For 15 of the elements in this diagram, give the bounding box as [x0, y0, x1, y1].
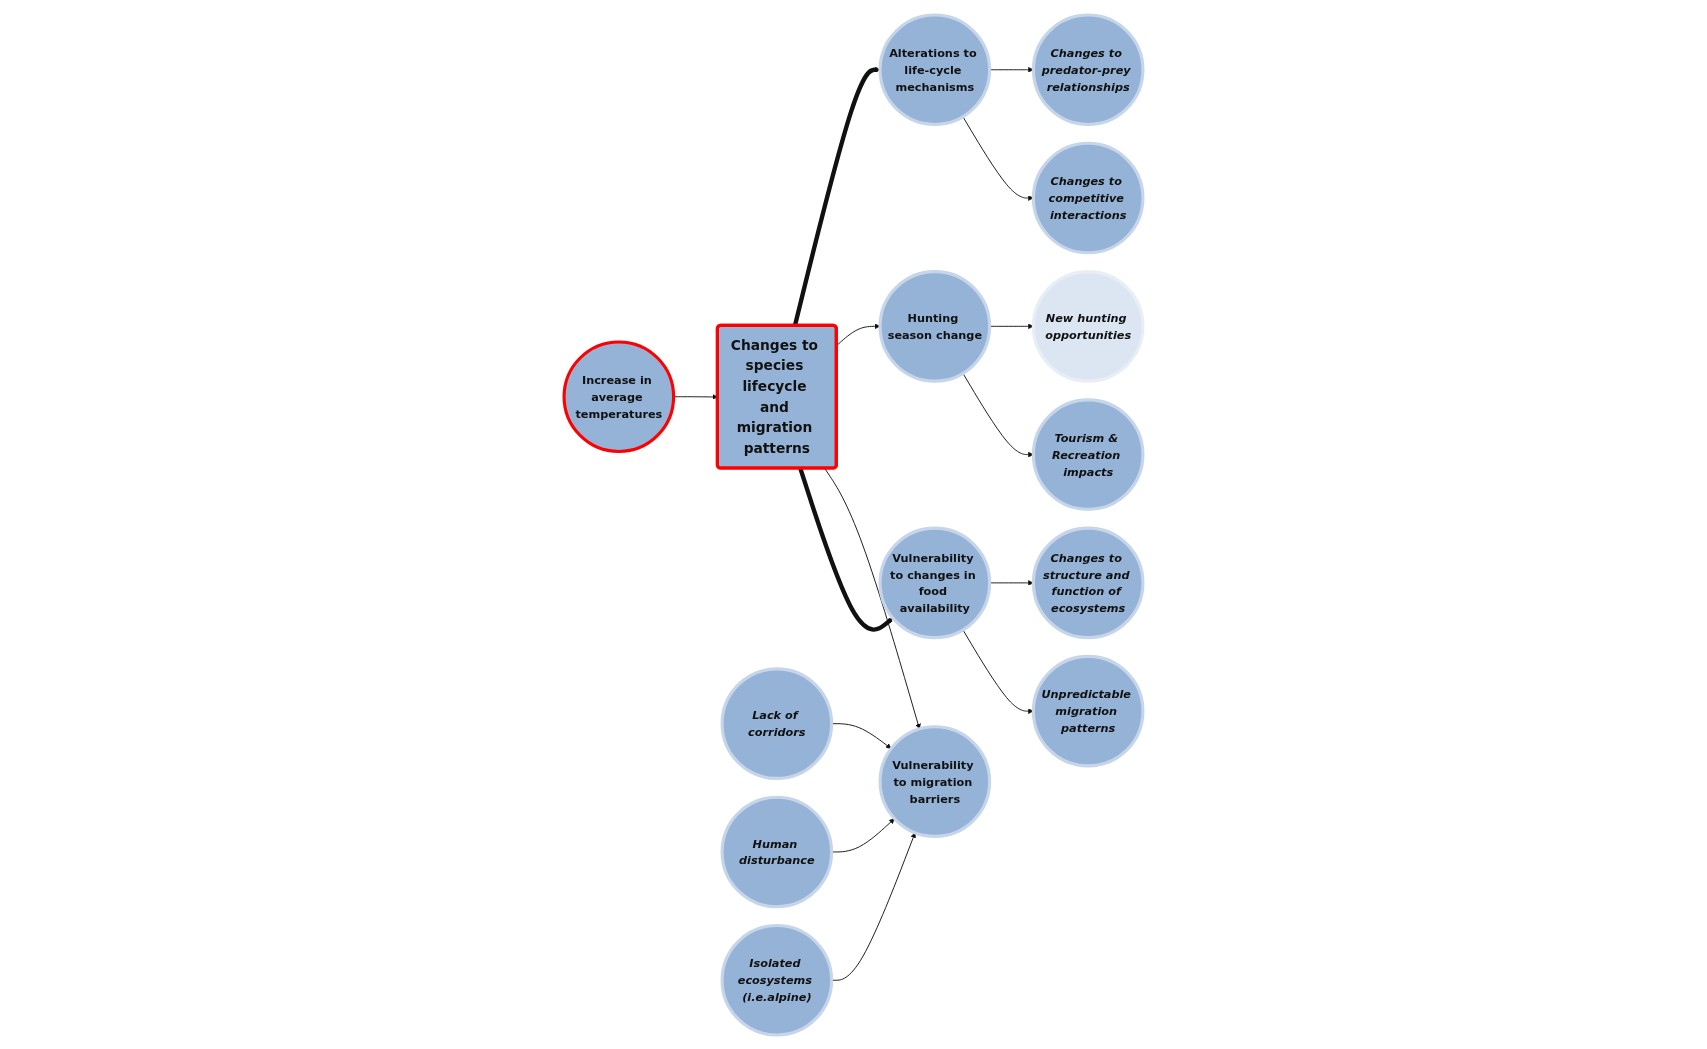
node-circle: Unpredictable migration patterns [1031, 654, 1145, 767]
node-circle: Tourism & Recreation impacts [1031, 397, 1145, 511]
node-circle: Lack of corridors [720, 666, 834, 780]
node-circle: Increase in average temperatures [562, 339, 676, 453]
node-circle: Changes to predator-prey relationships [1031, 12, 1145, 126]
node-circle: Changes to competitive interactions [1031, 141, 1145, 254]
node-circle: Vulnerability to changes in food availability [878, 526, 992, 639]
node-circle: Human disturbance [720, 795, 834, 908]
node-circle: Vulnerability to migration barriers [878, 724, 992, 838]
node-circle: Alterations to life-cycle mechanisms [878, 12, 992, 126]
node-circle: Hunting season change [878, 269, 992, 383]
node-circle: Isolated ecosystems (i.e.alpine) [720, 923, 834, 1037]
node-circle: Changes to structure and function of ecosystems [1031, 526, 1145, 639]
node-circle: New hunting opportunities [1031, 269, 1145, 383]
arrow [798, 467, 894, 632]
